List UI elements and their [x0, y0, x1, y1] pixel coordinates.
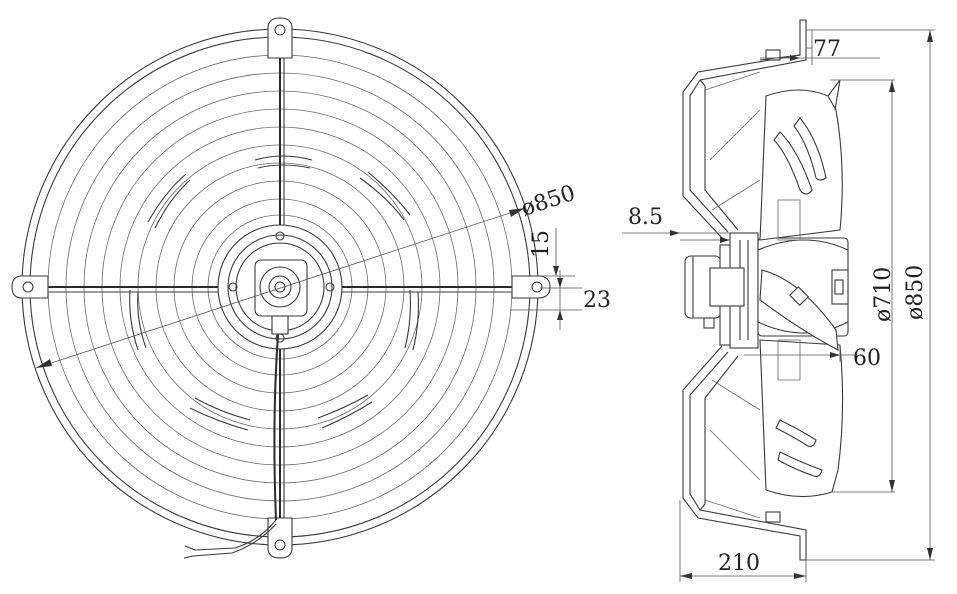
- dim-8-5-label: 8.5: [628, 205, 663, 230]
- mounting-tab-right: [511, 275, 551, 299]
- fan-blade-top: [759, 79, 843, 241]
- dim-8-5: [622, 230, 730, 243]
- dim-210-label: 210: [718, 551, 760, 576]
- dim-15-label: 15: [529, 230, 554, 258]
- mounting-tab-top: [267, 17, 293, 59]
- motor-hub: [217, 224, 343, 350]
- dim-15: [540, 228, 575, 277]
- side-view: 77 8.5 60 ø710: [622, 19, 935, 582]
- dim-blade-diameter: [830, 79, 895, 493]
- fan-blade-bottom: [759, 339, 844, 498]
- dim-23-label: 23: [583, 288, 611, 313]
- side-diameter-label: ø850: [903, 265, 928, 320]
- power-cable: [183, 334, 279, 559]
- blade-slots: [129, 155, 419, 431]
- dim-77: [760, 30, 880, 65]
- front-diameter-label: ø850: [518, 181, 578, 222]
- dim-60: [744, 345, 855, 362]
- blade-diameter-label: ø710: [871, 267, 896, 322]
- mounting-tab-bottom: [267, 517, 293, 559]
- dim-77-label: 77: [813, 37, 841, 62]
- dim-front-diameter: [35, 207, 526, 369]
- guard-frame-top: [682, 19, 807, 239]
- dim-side-diameter: [806, 29, 935, 561]
- guard-frame-bottom: [682, 345, 807, 561]
- mounting-tab-left: [11, 275, 49, 299]
- dim-23: [510, 270, 582, 330]
- dim-210: [679, 500, 807, 582]
- front-view: ø850 15 23: [11, 17, 611, 559]
- fan-blade-middle: [759, 269, 839, 351]
- dim-60-label: 60: [853, 346, 881, 371]
